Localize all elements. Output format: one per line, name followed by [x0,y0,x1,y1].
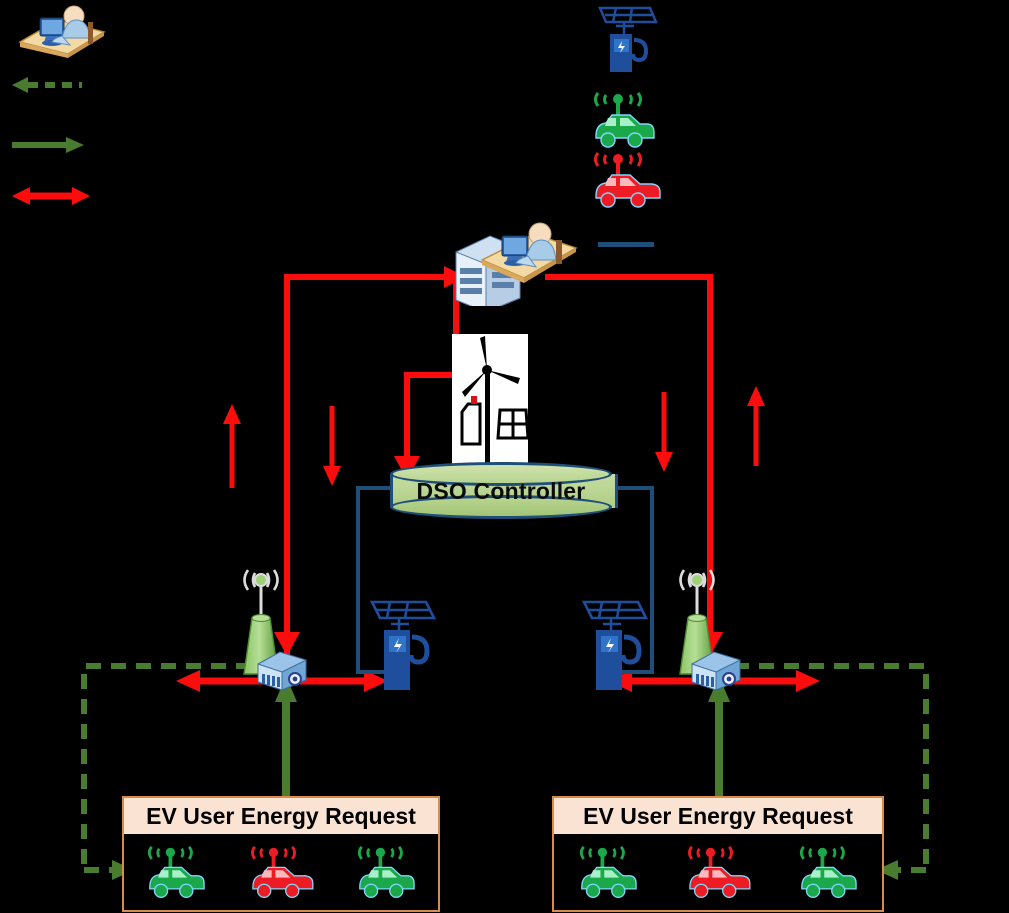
green-dashed-path-right [734,663,929,880]
blue-line-icon [598,242,654,247]
red-ev-car-icon [251,845,314,898]
network-server-icon[interactable] [688,648,744,692]
red-arrowhead-into-left-server [274,632,300,656]
red-ev-car-icon [594,152,661,208]
network-server-icon[interactable] [254,648,310,692]
red-path-cc-down [453,282,459,378]
server-rack-with-operator-icon[interactable] [450,222,580,306]
green-solid-up-arrow-right [708,676,730,800]
red-path-cc-elbow [404,372,459,378]
green-ev-car-icon [147,845,205,898]
red-path-to-dso [404,372,410,464]
panel-title: EV User Energy Request [124,798,438,834]
panel-title: EV User Energy Request [554,798,882,834]
right-ev-user-panel[interactable]: EV User Energy Request [552,796,884,912]
green-dashed-left-arrow-icon [12,77,82,93]
wind-turbine-solar-panel-icon [452,334,528,476]
green-solid-up-arrow-left [275,676,297,800]
panel-car-list [554,836,882,910]
panel-car-list [124,836,438,910]
red-up-arrow-indicator-right [747,386,765,466]
blue-link-dso-left-vert [356,486,360,674]
solar-ev-charging-station-icon [369,600,437,690]
red-path-right-top [545,274,713,280]
operator-at-computer-icon [18,5,106,58]
left-ev-user-panel[interactable]: EV User Energy Request [122,796,440,912]
red-down-arrow-indicator-left [323,406,341,486]
red-down-arrow-indicator-right [655,392,673,472]
red-up-arrow-indicator-left [223,404,241,488]
red-path-right-trunk [707,274,713,659]
dso-controller[interactable]: DSO Controller [390,462,618,520]
blue-link-dso-right-bot [608,670,654,674]
green-ev-car-icon [799,845,857,898]
red-path-left-trunk [284,274,290,659]
solar-ev-charging-station-icon [581,600,649,690]
dso-cylinder-bottom [390,495,612,519]
red-double-arrow-icon [12,187,90,205]
solar-ev-charging-station-icon [598,6,658,72]
green-ev-car-icon [358,845,416,898]
dso-cylinder-top [390,462,612,486]
dso-controller-label: DSO Controller [416,477,586,504]
red-ev-car-icon [688,845,751,898]
red-arrowhead-into-control-center [444,266,466,288]
green-ev-car-icon [594,92,655,148]
red-path-left-top [284,274,460,280]
blue-link-dso-right-vert [650,486,654,674]
green-solid-right-arrow-icon [12,137,84,153]
blue-link-dso-left-top [356,486,396,490]
green-ev-car-icon [579,845,637,898]
blue-link-dso-left-bot [356,670,402,674]
blue-link-dso-right-top [612,486,654,490]
